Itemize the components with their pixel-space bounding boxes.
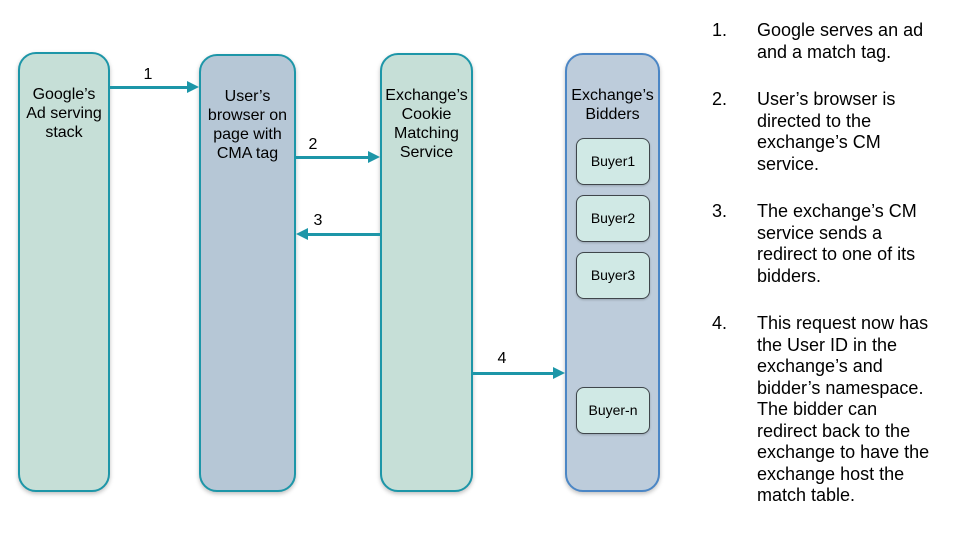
steps-list: 1. Google serves an ad and a match tag. … [712,20,952,533]
step-4-number: 4. [712,313,728,333]
arrow-1-head-icon [187,81,199,93]
buyer-n-box: Buyer-n [576,387,650,434]
node-bidders-label: Exchange’s Bidders [571,87,654,123]
arrow-2-head-icon [368,151,380,163]
arrow-3-line [308,233,380,236]
arrow-2-line [296,156,369,159]
node-google-label: Google’s Ad serving stack [26,86,102,141]
buyer-1-box: Buyer1 [576,138,650,185]
step-3-text: The exchange’s CM service sends a redire… [757,201,917,286]
arrow-4-label: 4 [497,350,507,367]
arrow-4-head-icon [553,367,565,379]
node-browser-label: User’s browser on page with CMA tag [207,88,288,162]
step-3: 3. The exchange’s CM service sends a red… [712,201,952,287]
buyer-n-label: Buyer-n [588,402,638,418]
step-4: 4. This request now has the User ID in t… [712,313,952,507]
buyer-3-box: Buyer3 [576,252,650,299]
step-1-text: Google serves an ad and a match tag. [757,20,924,62]
step-2-text: User’s browser is directed to the exchan… [757,89,896,174]
node-exchange-bidders: Exchange’s Bidders Buyer1 Buyer2 Buyer3 … [565,53,660,492]
buyer-2-label: Buyer2 [590,210,636,226]
buyer-1-label: Buyer1 [590,153,636,169]
arrow-2-label: 2 [308,136,318,153]
arrow-3-label: 3 [313,212,323,229]
arrow-1-line [110,86,188,89]
node-cm-label: Exchange’s Cookie Matching Service [385,87,468,161]
buyer-3-label: Buyer3 [590,267,636,283]
step-3-number: 3. [712,201,728,221]
step-1-number: 1. [712,20,728,40]
arrow-1-label: 1 [143,66,153,83]
buyer-2-box: Buyer2 [576,195,650,242]
arrow-4-line [473,372,554,375]
node-users-browser: User’s browser on page with CMA tag [199,54,296,492]
step-2-number: 2. [712,89,728,109]
step-1: 1. Google serves an ad and a match tag. [712,20,952,63]
step-4-text: This request now has the User ID in the … [757,313,930,505]
node-cookie-matching-service: Exchange’s Cookie Matching Service [380,53,473,492]
node-google-ad-serving-stack: Google’s Ad serving stack [18,52,110,492]
arrow-3-head-icon [296,228,308,240]
step-2: 2. User’s browser is directed to the exc… [712,89,952,175]
